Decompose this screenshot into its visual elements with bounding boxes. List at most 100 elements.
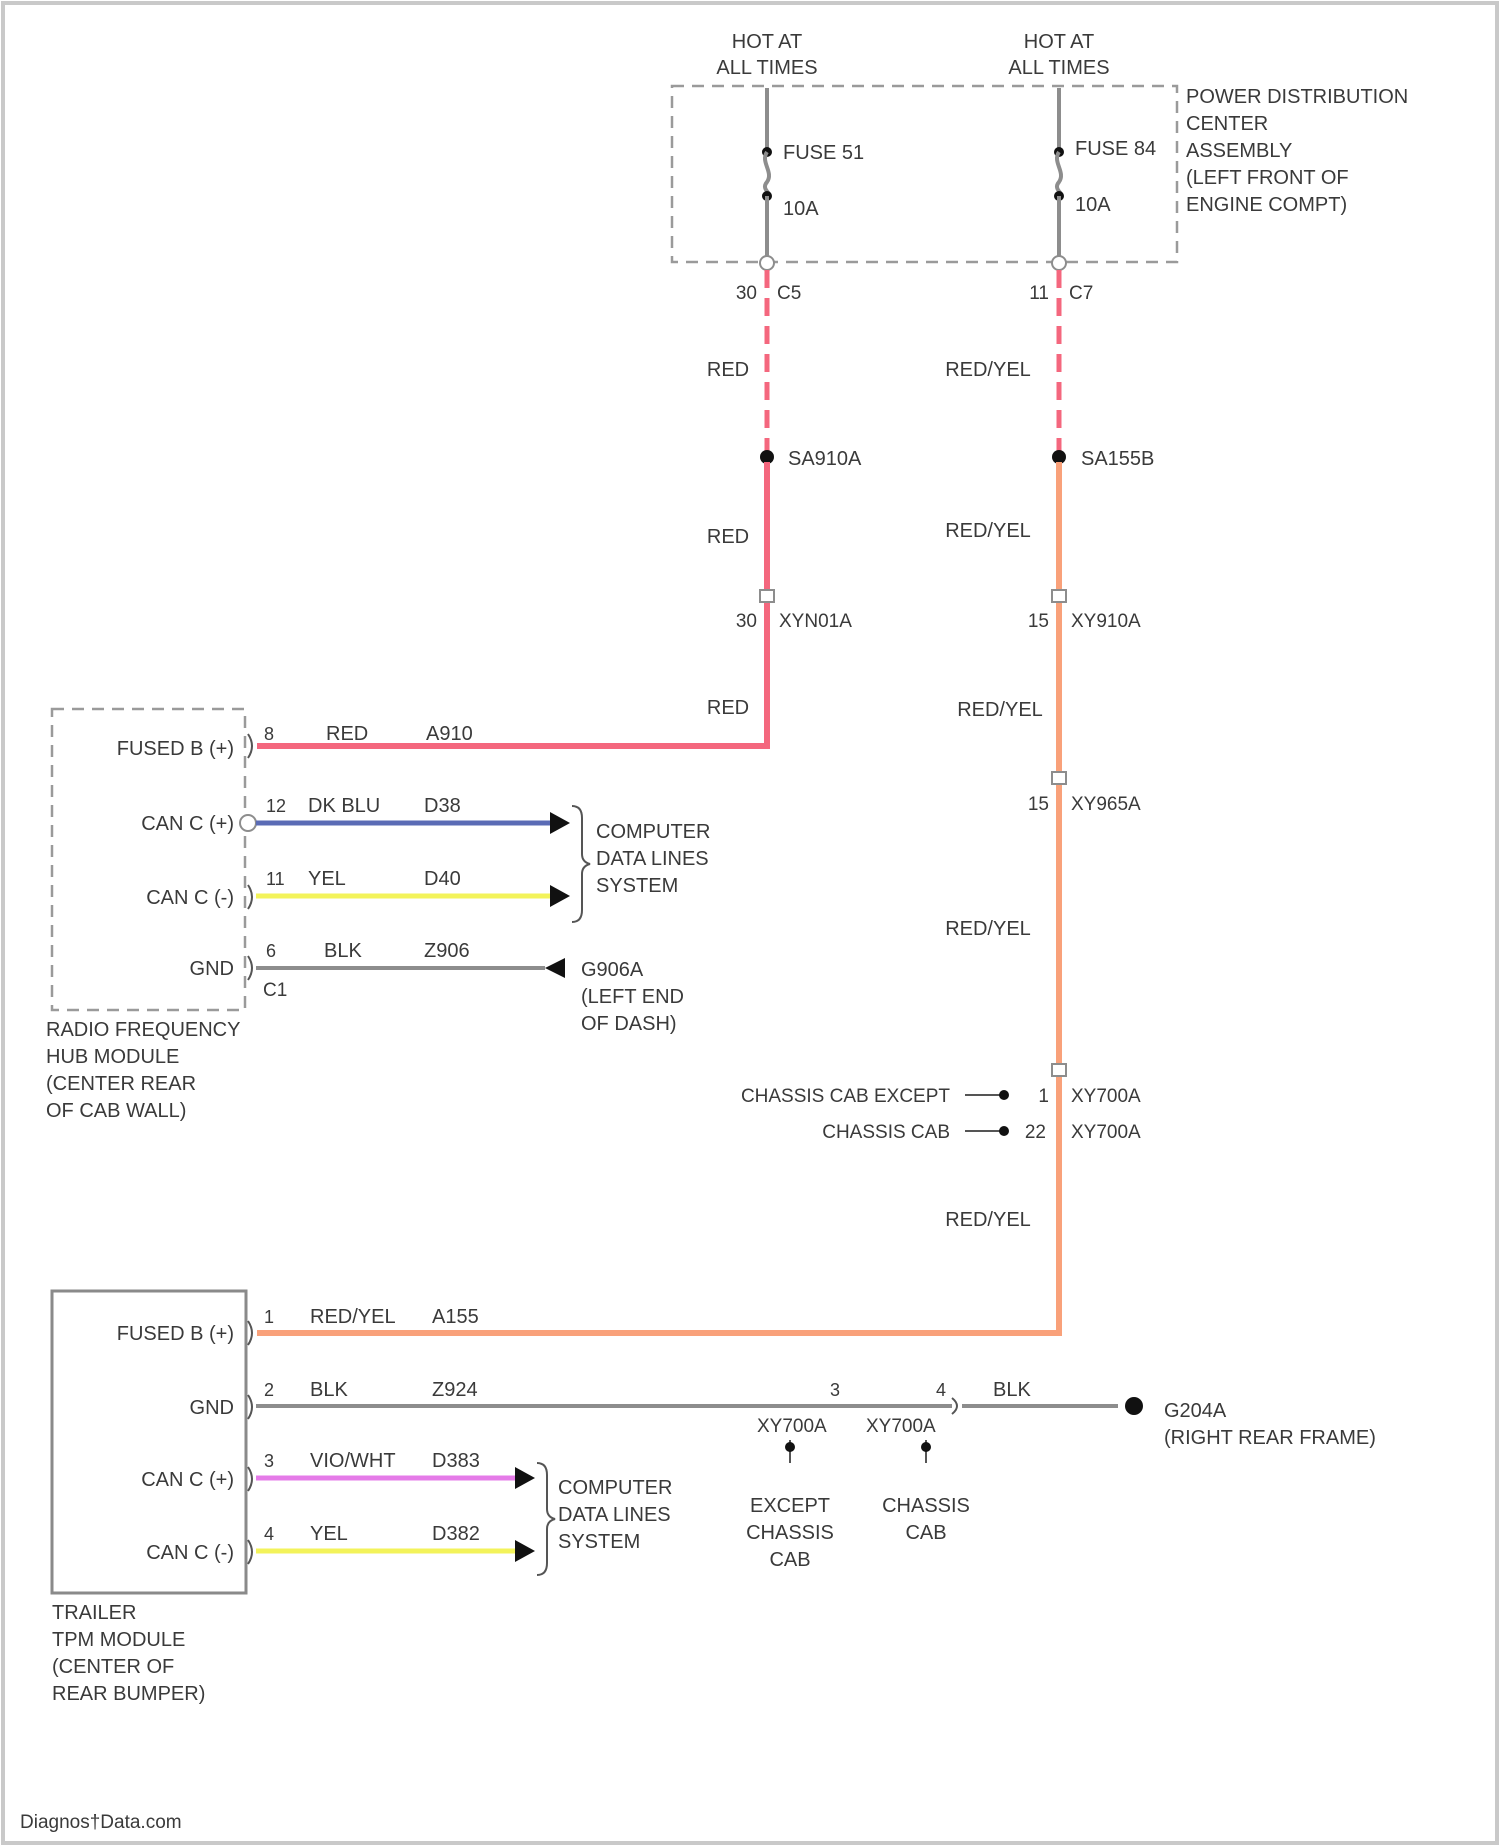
except-chassis-line2: CHASSIS bbox=[746, 1522, 834, 1544]
rf-wire-color-8: RED bbox=[326, 723, 368, 745]
left-wire-color-1: RED bbox=[707, 359, 749, 381]
rf-hub-name-line3: (CENTER REAR bbox=[46, 1073, 196, 1095]
splice-sa910a bbox=[760, 450, 774, 464]
rf-wire-color-11: YEL bbox=[308, 868, 346, 890]
except-chassis-line1: EXCEPT bbox=[750, 1495, 830, 1517]
conn-left: C5 bbox=[777, 283, 801, 304]
right-wire-color-1: RED/YEL bbox=[945, 359, 1031, 381]
right-wire-color-5: RED/YEL bbox=[945, 1209, 1031, 1231]
rf-pin-connector-12 bbox=[240, 815, 256, 831]
hot-left-line1: HOT AT bbox=[732, 31, 802, 53]
hot-right-line2: ALL TIMES bbox=[1008, 57, 1109, 79]
left-red-path: RED SA910A RED 30 XYN01A RED bbox=[257, 270, 862, 746]
pdc-outline bbox=[672, 86, 1177, 262]
inline-connector-xyn01a bbox=[760, 590, 774, 602]
pin-left: 30 bbox=[736, 283, 757, 304]
trailer-pin-label-can-c-minus: CAN C (-) bbox=[146, 1542, 234, 1564]
chassis-except-arrow bbox=[999, 1090, 1009, 1100]
inline-connector-xy910a bbox=[1052, 590, 1066, 602]
diagram-frame bbox=[3, 3, 1497, 1843]
rf-ground-line3: OF DASH) bbox=[581, 1013, 677, 1035]
trailer-gnd-inline-connector bbox=[952, 1398, 957, 1414]
trailer-name-line1: TRAILER bbox=[52, 1602, 136, 1624]
trailer-data-lines-3: SYSTEM bbox=[558, 1531, 640, 1553]
fuse-right-rating: 10A bbox=[1075, 194, 1111, 216]
hot-right-line1: HOT AT bbox=[1024, 31, 1094, 53]
rf-pin-label-gnd: GND bbox=[190, 958, 234, 980]
rf-hub-name-line4: OF CAB WALL) bbox=[46, 1100, 186, 1122]
trailer-tpm-module: TRAILER TPM MODULE (CENTER OF REAR BUMPE… bbox=[52, 1291, 1376, 1705]
right-inline-conn-1: XY910A bbox=[1071, 611, 1141, 632]
except-chassis-arrow bbox=[785, 1442, 795, 1452]
rf-pin-bracket-8 bbox=[248, 734, 252, 758]
fuse-right-name: FUSE 84 bbox=[1075, 138, 1156, 160]
right-wire-color-2: RED/YEL bbox=[945, 520, 1031, 542]
trailer-pin-number-2: 2 bbox=[264, 1380, 274, 1400]
rf-pin-label-fused-b: FUSED B (+) bbox=[117, 738, 234, 760]
trailer-pin-number-3: 3 bbox=[264, 1451, 274, 1471]
rf-ground-line2: (LEFT END bbox=[581, 986, 684, 1008]
rf-pin-number-11: 11 bbox=[266, 869, 285, 889]
pdc-connector-c7 bbox=[1052, 256, 1066, 270]
rf-data-lines-1: COMPUTER bbox=[596, 821, 710, 843]
left-inline-pin: 30 bbox=[736, 611, 757, 632]
power-distribution-center: HOT AT ALL TIMES HOT AT ALL TIMES POWER … bbox=[672, 31, 1408, 304]
trailer-circuit-3: D383 bbox=[432, 1450, 480, 1472]
right-wire-color-4: RED/YEL bbox=[945, 918, 1031, 940]
rf-hub-module: RADIO FREQUENCY HUB MODULE (CENTER REAR … bbox=[46, 709, 710, 1122]
trailer-pin-label-fused-b: FUSED B (+) bbox=[117, 1323, 234, 1345]
trailer-name-line3: (CENTER OF bbox=[52, 1656, 174, 1678]
inline-connector-xy700a bbox=[1052, 1064, 1066, 1076]
trailer-pin-bracket-4 bbox=[248, 1540, 252, 1564]
inline-connector-xy965a bbox=[1052, 772, 1066, 784]
rf-hub-name-line2: HUB MODULE bbox=[46, 1046, 179, 1068]
trailer-gnd-conn-except: XY700A bbox=[757, 1416, 827, 1437]
right-inline-pin-1: 15 bbox=[1028, 611, 1049, 632]
trailer-ground-line2: (RIGHT REAR FRAME) bbox=[1164, 1427, 1376, 1449]
rf-circuit-8: A910 bbox=[426, 723, 473, 745]
conn-right: C7 bbox=[1069, 283, 1093, 304]
trailer-pin-bracket-1 bbox=[248, 1321, 252, 1345]
trailer-gnd-pin-except: 3 bbox=[830, 1380, 840, 1400]
ground-g204a bbox=[1125, 1397, 1143, 1415]
wire-red-a910 bbox=[257, 462, 767, 746]
fuse-left-rating: 10A bbox=[783, 198, 819, 220]
trailer-gnd-pin-chassis: 4 bbox=[936, 1380, 946, 1400]
rf-pin-label-can-c-minus: CAN C (-) bbox=[146, 887, 234, 909]
rf-data-lines-3: SYSTEM bbox=[596, 875, 678, 897]
trailer-pin-number-4: 4 bbox=[264, 1524, 274, 1544]
left-splice-label: SA910A bbox=[788, 448, 862, 470]
chassis-except-label: CHASSIS CAB EXCEPT bbox=[741, 1086, 950, 1107]
rf-circuit-6: Z906 bbox=[424, 940, 470, 962]
rf-pin-number-12: 12 bbox=[266, 796, 286, 816]
arrow-d382 bbox=[515, 1540, 535, 1562]
left-inline-conn: XYN01A bbox=[779, 611, 852, 632]
left-wire-color-3: RED bbox=[707, 697, 749, 719]
chassis-cab-gnd-arrow bbox=[921, 1442, 931, 1452]
trailer-ground-line1: G204A bbox=[1164, 1400, 1227, 1422]
fuse-right-icon bbox=[1057, 152, 1061, 196]
trailer-wire-color-4: YEL bbox=[310, 1523, 348, 1545]
rf-hub-connector: C1 bbox=[263, 980, 287, 1001]
trailer-data-lines-1: COMPUTER bbox=[558, 1477, 672, 1499]
trailer-pin-bracket-2 bbox=[248, 1395, 252, 1419]
chassis-cab-arrow bbox=[999, 1126, 1009, 1136]
right-splice-label: SA155B bbox=[1081, 448, 1154, 470]
arrow-d38 bbox=[550, 812, 570, 834]
rf-wire-color-6: BLK bbox=[324, 940, 362, 962]
trailer-wire-color-2: BLK bbox=[310, 1379, 348, 1401]
left-wire-color-2: RED bbox=[707, 526, 749, 548]
trailer-name-line2: TPM MODULE bbox=[52, 1629, 185, 1651]
pin-right: 11 bbox=[1029, 283, 1049, 304]
arrow-d383 bbox=[515, 1467, 535, 1489]
pdc-label-line2: CENTER bbox=[1186, 113, 1268, 135]
trailer-pin-number-1: 1 bbox=[264, 1307, 274, 1327]
trailer-pin-label-can-c-plus: CAN C (+) bbox=[141, 1469, 234, 1491]
pdc-label-line1: POWER DISTRIBUTION bbox=[1186, 86, 1408, 108]
trailer-data-lines-bracket bbox=[537, 1463, 555, 1575]
hot-left-line2: ALL TIMES bbox=[716, 57, 817, 79]
rf-pin-number-6: 6 bbox=[266, 941, 276, 961]
watermark: Diagnos†Data.com bbox=[20, 1812, 182, 1833]
rf-ground-line1: G906A bbox=[581, 959, 644, 981]
